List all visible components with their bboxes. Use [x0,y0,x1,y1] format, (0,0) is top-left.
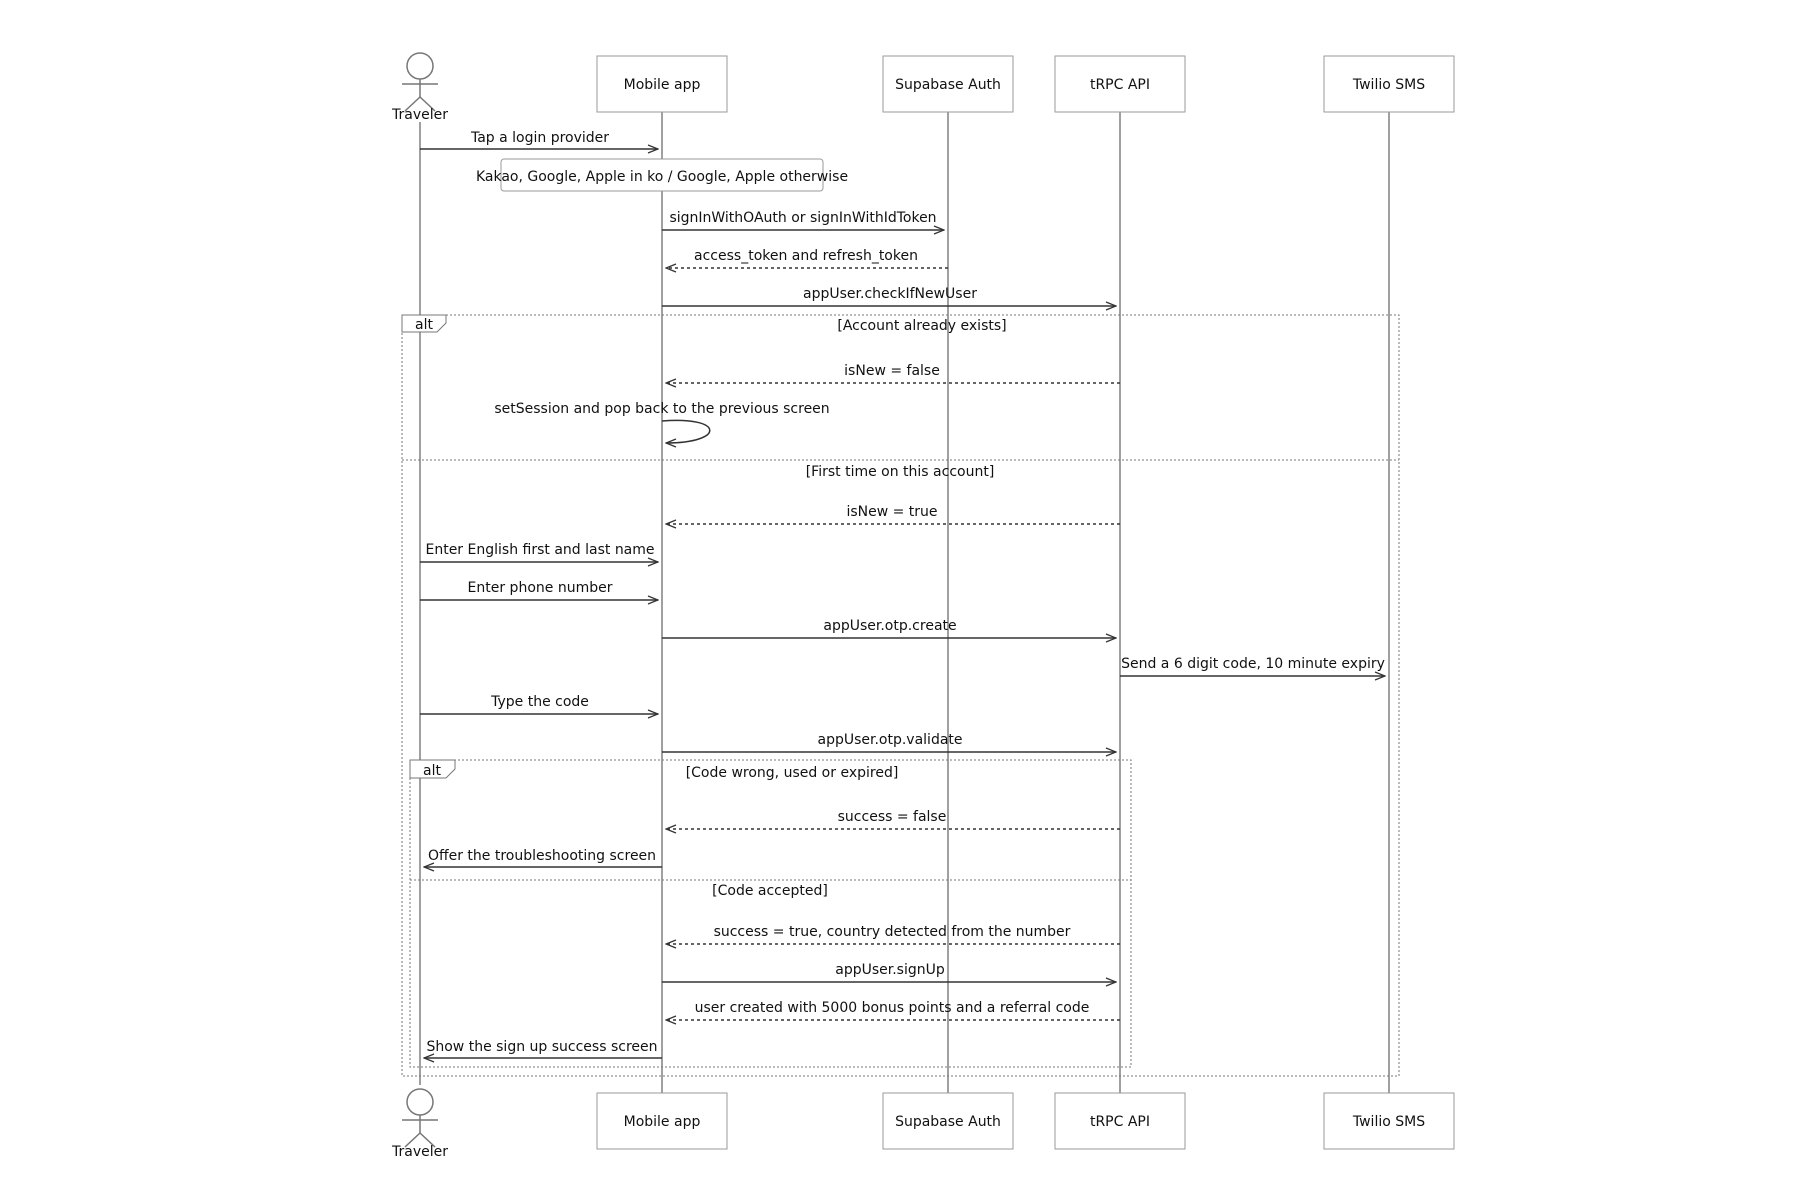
message-type-code: Type the code [420,694,658,714]
actor-icon [406,1088,434,1116]
svg-text:Offer the troubleshooting scre: Offer the troubleshooting screen [428,848,656,864]
message-is-new-true: isNew = true [666,504,1120,524]
message-send-code: Send a 6 digit code, 10 minute expiry [1120,656,1385,676]
participant-twilio-sms-top: Twilio SMS [1323,55,1455,113]
svg-text:signInWithOAuth or signInWithI: signInWithOAuth or signInWithIdToken [669,210,936,226]
participant-label: Supabase Auth [895,77,1001,93]
participant-twilio-sms-bottom: Twilio SMS [1323,1092,1455,1150]
participant-supabase-auth-top: Supabase Auth [882,55,1014,113]
message-otp-create: appUser.otp.create [662,618,1116,638]
actor-label: Traveler [391,1144,448,1160]
participant-supabase-auth-bottom: Supabase Auth [882,1092,1014,1150]
alt-keyword: alt [423,763,441,779]
message-check-new-user: appUser.checkIfNewUser [662,286,1116,306]
svg-text:user created with 5000 bonus p: user created with 5000 bonus points and … [695,1000,1090,1016]
svg-text:Enter English first and last n: Enter English first and last name [425,542,654,558]
svg-text:success = false: success = false [838,809,947,825]
actor-label: Traveler [391,107,448,123]
message-tokens: access_token and refresh_token [666,248,948,268]
svg-text:isNew = true: isNew = true [846,504,937,520]
alt-keyword: alt [415,317,433,333]
message-is-new-false: isNew = false [666,363,1120,383]
note-login-providers: Kakao, Google, Apple in ko / Google, App… [476,158,848,192]
svg-text:setSession and pop back to the: setSession and pop back to the previous … [494,401,829,417]
svg-text:appUser.checkIfNewUser: appUser.checkIfNewUser [803,286,977,302]
alt-frame-inner: alt [Code wrong, used or expired] [Code … [409,759,1132,1068]
svg-text:access_token and refresh_token: access_token and refresh_token [694,248,918,264]
alt-condition: [Account already exists] [837,318,1006,334]
svg-text:Show the sign up success scree: Show the sign up success screen [426,1039,657,1055]
svg-text:appUser.otp.validate: appUser.otp.validate [817,732,962,748]
svg-text:isNew = false: isNew = false [844,363,940,379]
participant-label: Twilio SMS [1352,1114,1425,1130]
alt-condition: [Code accepted] [712,883,828,899]
actor-traveler-top: Traveler [391,52,448,123]
participant-trpc-api-bottom: tRPC API [1054,1092,1186,1150]
participant-trpc-api-top: tRPC API [1054,55,1186,113]
message-sign-up: appUser.signUp [662,962,1116,982]
message-troubleshoot: Offer the troubleshooting screen [424,848,662,867]
participant-label: Twilio SMS [1352,77,1425,93]
message-sign-in: signInWithOAuth or signInWithIdToken [662,210,944,230]
svg-text:Enter phone number: Enter phone number [468,580,613,596]
alt-condition: [First time on this account] [806,464,995,480]
message-enter-phone: Enter phone number [420,580,658,600]
message-otp-validate: appUser.otp.validate [662,732,1116,752]
alt-frame-outer: alt [Account already exists] [First time… [401,314,1400,1077]
svg-text:Tap a login provider: Tap a login provider [470,130,609,146]
actor-icon [406,52,434,80]
svg-text:appUser.signUp: appUser.signUp [835,962,945,978]
actor-traveler-bottom: Traveler [391,1088,448,1160]
svg-text:success = true, country detect: success = true, country detected from th… [714,924,1071,940]
message-signup-success: Show the sign up success screen [424,1039,662,1058]
alt-condition: [Code wrong, used or expired] [686,765,899,781]
message-enter-name: Enter English first and last name [420,542,658,562]
message-success-true: success = true, country detected from th… [666,924,1120,944]
participant-label: Mobile app [624,1114,701,1130]
svg-text:appUser.otp.create: appUser.otp.create [823,618,956,634]
message-success-false: success = false [666,809,1120,829]
participant-mobile-app-bottom: Mobile app [596,1092,728,1150]
message-tap-login: Tap a login provider [420,130,658,149]
svg-text:Send a 6 digit code, 10 minute: Send a 6 digit code, 10 minute expiry [1121,656,1385,672]
participant-label: tRPC API [1090,1114,1150,1130]
message-user-created: user created with 5000 bonus points and … [666,1000,1120,1020]
message-set-session: setSession and pop back to the previous … [494,401,830,443]
participant-label: tRPC API [1090,77,1150,93]
note-text: Kakao, Google, Apple in ko / Google, App… [476,169,848,185]
svg-text:Type the code: Type the code [490,694,589,710]
participant-label: Mobile app [624,77,701,93]
participant-label: Supabase Auth [895,1114,1001,1130]
participant-mobile-app-top: Mobile app [596,55,728,113]
